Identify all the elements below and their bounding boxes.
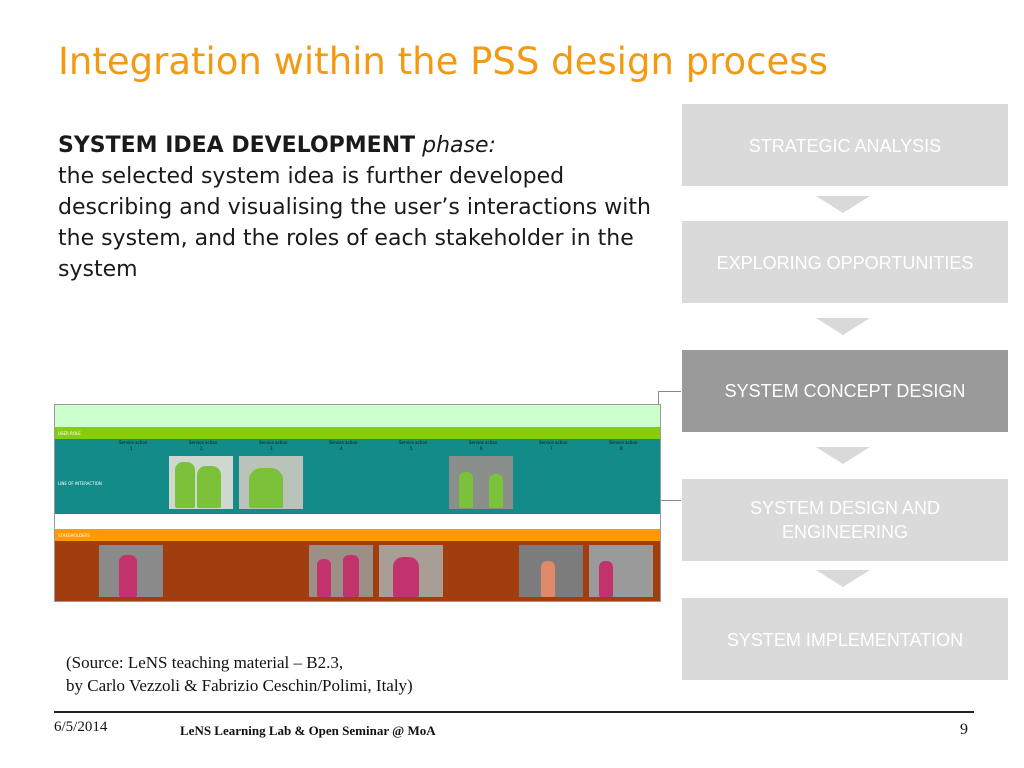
service-action-header: Service action <box>329 440 358 445</box>
step-system-concept-design: SYSTEM CONCEPT DESIGN <box>682 350 1008 432</box>
service-action-number: 8 <box>620 446 623 451</box>
stakeholder-photo <box>379 545 443 597</box>
stakeholder-photo <box>309 545 373 597</box>
slide-title: Integration within the PSS design proces… <box>58 40 828 83</box>
interaction-photo <box>169 456 233 509</box>
stakeholder-photo <box>519 545 583 597</box>
source-citation: (Source: LeNS teaching material – B2.3, … <box>66 651 413 697</box>
step-label: EXPLORING OPPORTUNITIES <box>716 253 974 273</box>
footer-date: 6/5/2014 <box>54 719 108 735</box>
stakeholder-photo <box>589 545 653 597</box>
interaction-photo <box>449 456 513 509</box>
flow-arrow-icon <box>816 447 870 464</box>
step-label: STRATEGIC ANALYSIS <box>748 136 942 156</box>
source-line-1: (Source: LeNS teaching material – B2.3, <box>66 653 344 672</box>
blueprint-description-band <box>55 514 660 529</box>
step-exploring-opportunities: EXPLORING OPPORTUNITIES <box>682 221 1008 303</box>
phase-name: SYSTEM IDEA DEVELOPMENT <box>58 133 416 158</box>
step-system-design-and-engineering: SYSTEM DESIGN AND ENGINEERING <box>682 479 1008 561</box>
step-label: SYSTEM CONCEPT DESIGN <box>724 381 966 401</box>
service-action-number: 2 <box>200 446 203 451</box>
stakeholder-silhouette-icon <box>599 561 613 597</box>
step-label: SYSTEM DESIGN AND ENGINEERING <box>749 498 941 542</box>
blueprint-row-label: USER ROLE <box>58 431 81 436</box>
user-silhouette-icon <box>459 472 473 508</box>
source-line-2: by Carlo Vezzoli & Fabrizio Ceschin/Poli… <box>66 676 413 695</box>
footer-title: LeNS Learning Lab & Open Seminar @ MoA <box>180 723 436 738</box>
blueprint-interaction-band: LINE OF INTERACTION <box>55 439 660 514</box>
interaction-photo <box>239 456 303 509</box>
service-action-header: Service action <box>259 440 288 445</box>
service-action-number: 3 <box>270 446 273 451</box>
service-action-header: Service action <box>189 440 218 445</box>
step-label: SYSTEM IMPLEMENTATION <box>726 630 964 650</box>
stakeholder-silhouette-icon <box>393 557 419 597</box>
service-action-number: 5 <box>410 446 413 451</box>
flow-arrow-icon <box>816 570 870 587</box>
blueprint-user-role-band: USER ROLE <box>55 427 660 439</box>
service-action-number: 6 <box>480 446 483 451</box>
service-action-header: Service action <box>609 440 638 445</box>
footer-divider <box>54 711 974 713</box>
user-silhouette-icon <box>249 468 283 508</box>
service-action-header: Service action <box>399 440 428 445</box>
service-action-number: 7 <box>550 446 553 451</box>
blueprint-top-band <box>55 405 660 427</box>
blueprint-row-label: STAKEHOLDERS <box>58 533 90 538</box>
service-action-header: Service action <box>119 440 148 445</box>
service-action-number: 1 <box>130 446 133 451</box>
stakeholder-silhouette-icon <box>541 561 555 597</box>
step-system-implementation: SYSTEM IMPLEMENTATION <box>682 598 1008 680</box>
service-action-header: Service action <box>539 440 568 445</box>
user-silhouette-icon <box>489 474 503 508</box>
flow-arrow-icon <box>816 196 870 213</box>
page-number: 9 <box>960 721 968 738</box>
user-silhouette-icon <box>197 466 221 508</box>
step-strategic-analysis: STRATEGIC ANALYSIS <box>682 104 1008 186</box>
stakeholder-photo <box>99 545 163 597</box>
phase-word: phase: <box>422 133 496 158</box>
blueprint-row-label: LINE OF INTERACTION <box>58 481 102 486</box>
phase-description: the selected system idea is further deve… <box>58 164 651 282</box>
phase-description-block: SYSTEM IDEA DEVELOPMENT phase: the selec… <box>58 130 658 285</box>
service-action-number: 4 <box>340 446 343 451</box>
user-silhouette-icon <box>175 462 195 508</box>
stakeholder-silhouette-icon <box>119 555 137 597</box>
system-blueprint-image: USER ROLE LINE OF INTERACTION STAKEHOLDE… <box>54 404 661 602</box>
flow-arrow-icon <box>816 318 870 335</box>
blueprint-stakeholders-band: STAKEHOLDERS <box>55 529 660 541</box>
phase-bracket <box>658 391 681 501</box>
service-action-header: Service action <box>469 440 498 445</box>
stakeholder-silhouette-icon <box>317 559 331 597</box>
stakeholder-silhouette-icon <box>343 555 359 597</box>
